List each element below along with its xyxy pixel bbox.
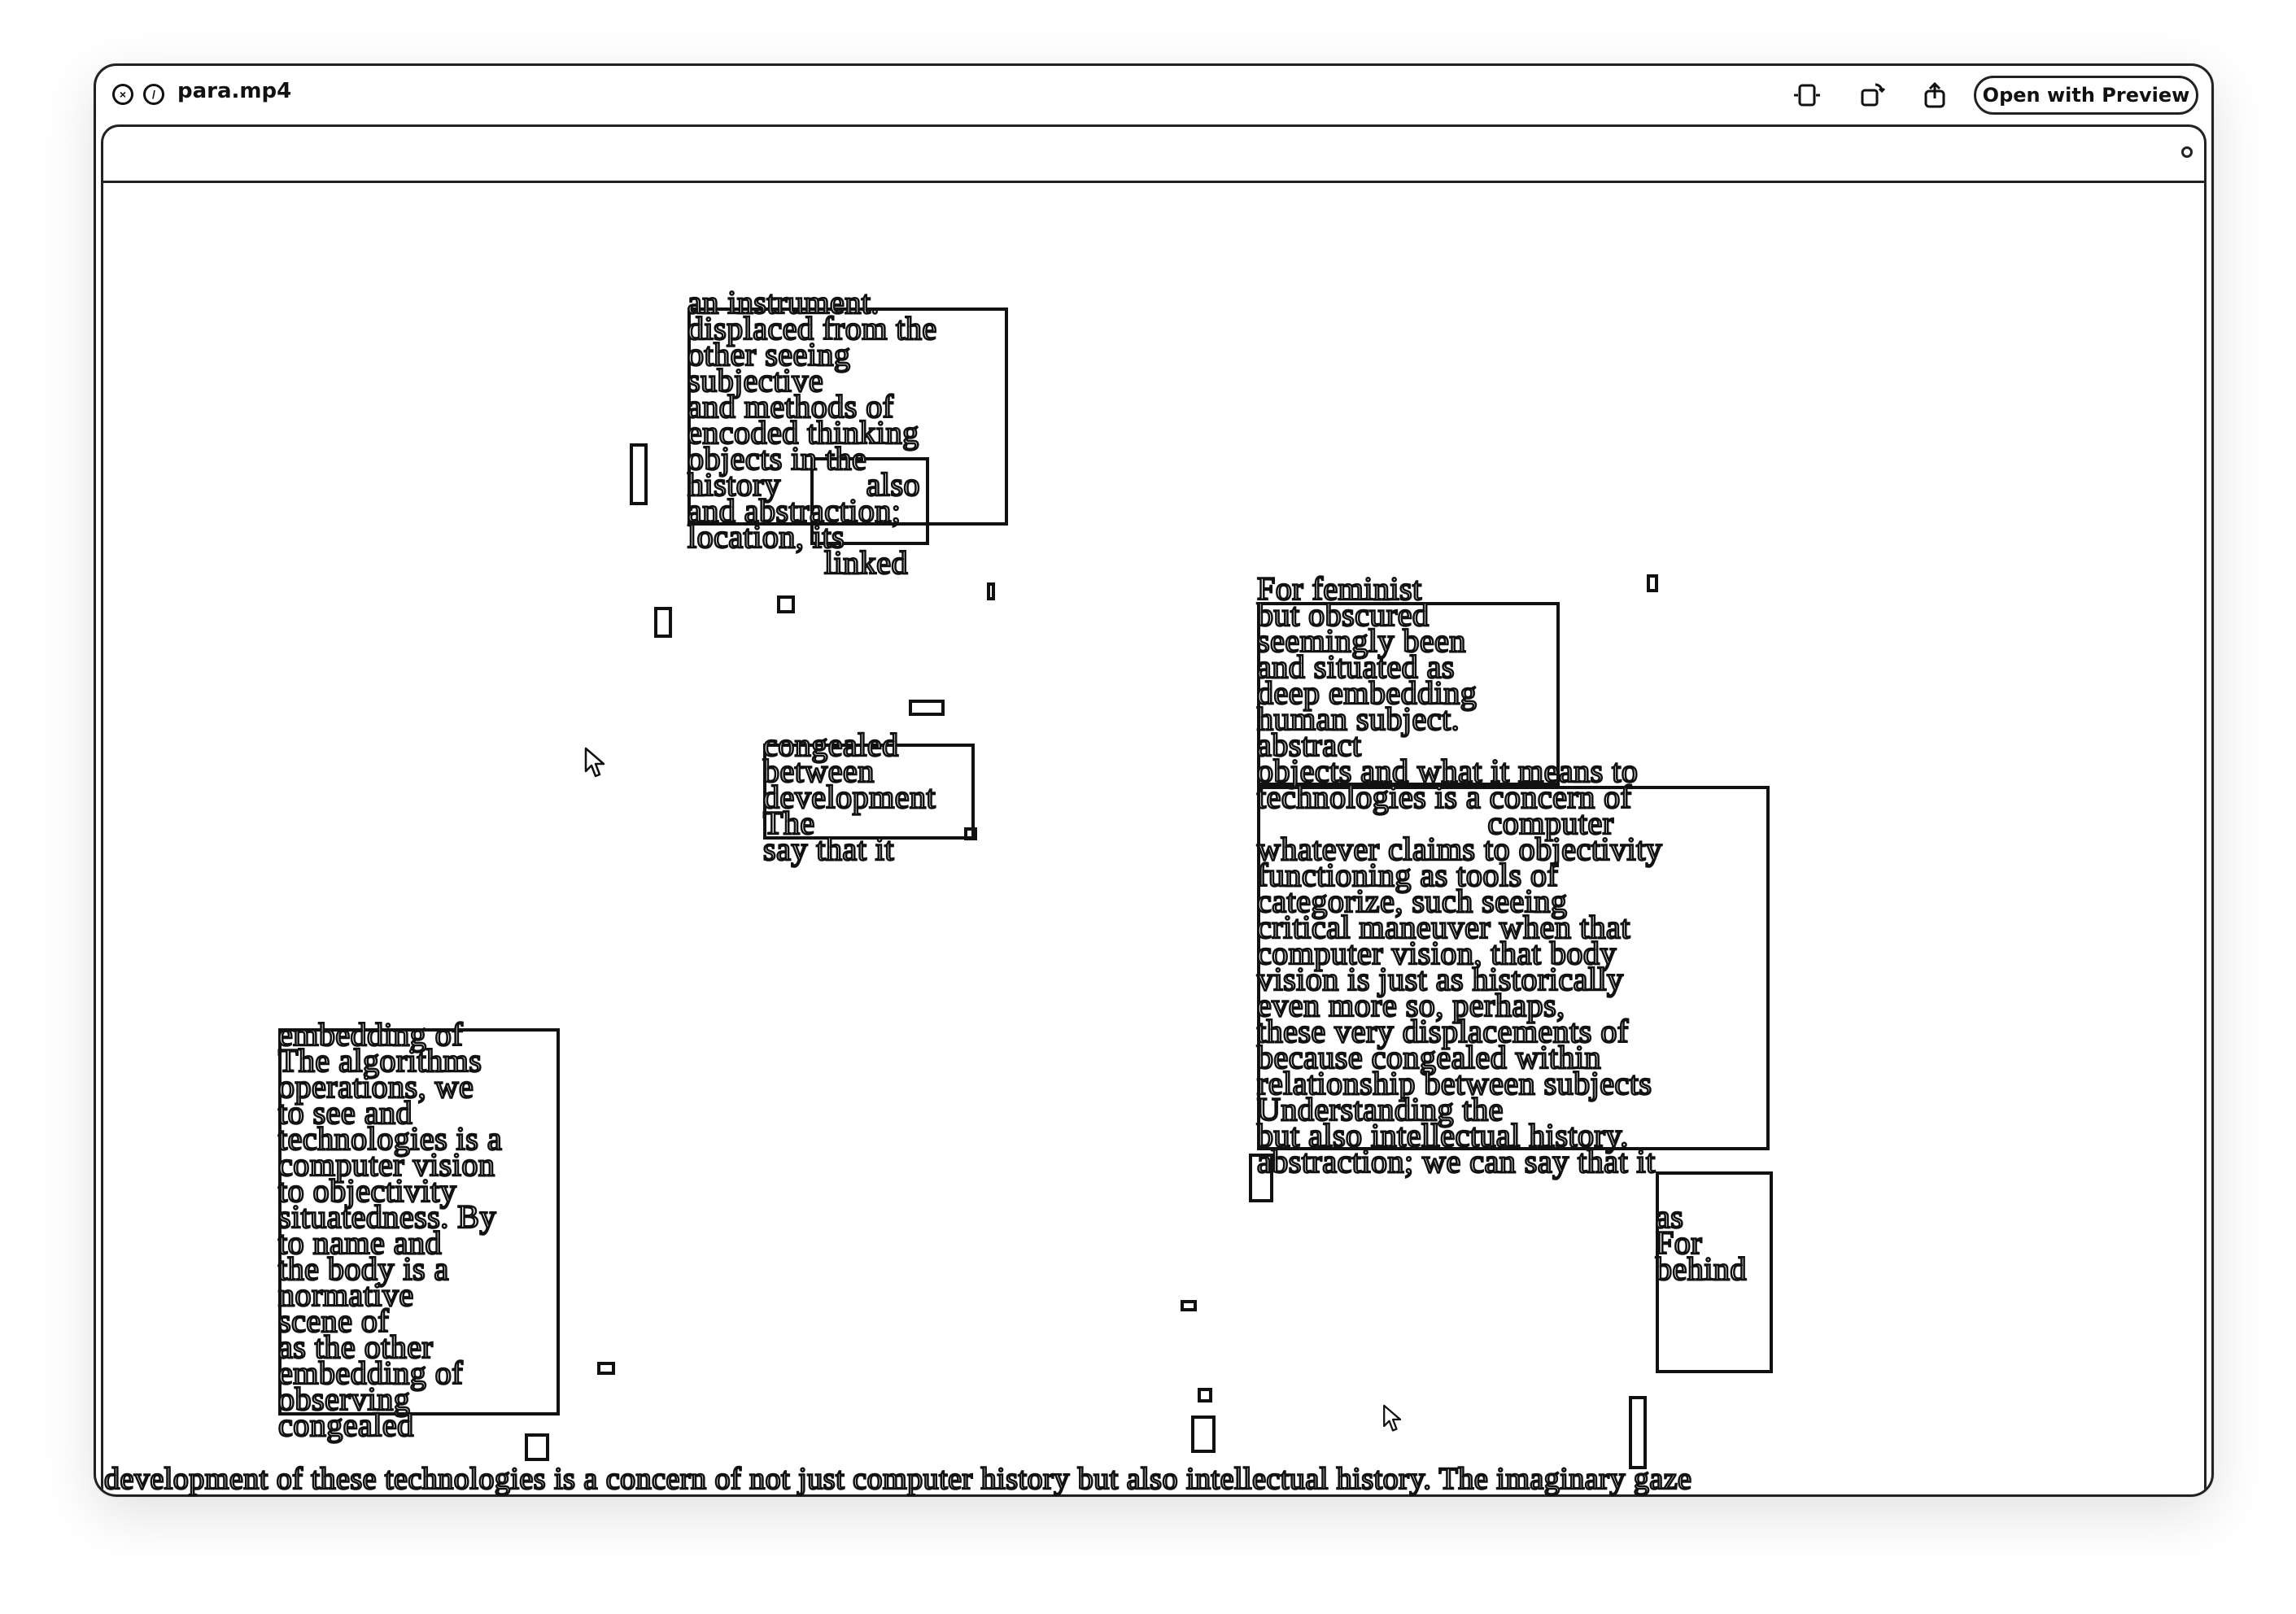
share-icon[interactable]: [1920, 81, 1949, 110]
title-bar: × / para.mp4 Open with Preview: [96, 66, 2211, 124]
quicklook-window: × / para.mp4 Open with Preview: [94, 63, 2214, 1497]
no-entry-icon[interactable]: /: [143, 84, 164, 105]
video-frame: [101, 124, 2207, 1494]
indicator-dot-icon: [2181, 146, 2193, 158]
open-with-preview-button[interactable]: Open with Preview: [1974, 76, 2198, 115]
close-icon[interactable]: ×: [112, 84, 133, 105]
rotate-icon[interactable]: [1857, 81, 1887, 110]
window-title: para.mp4: [177, 79, 292, 103]
video-toolbar: [103, 127, 2204, 183]
crop-icon[interactable]: [1792, 81, 1822, 110]
